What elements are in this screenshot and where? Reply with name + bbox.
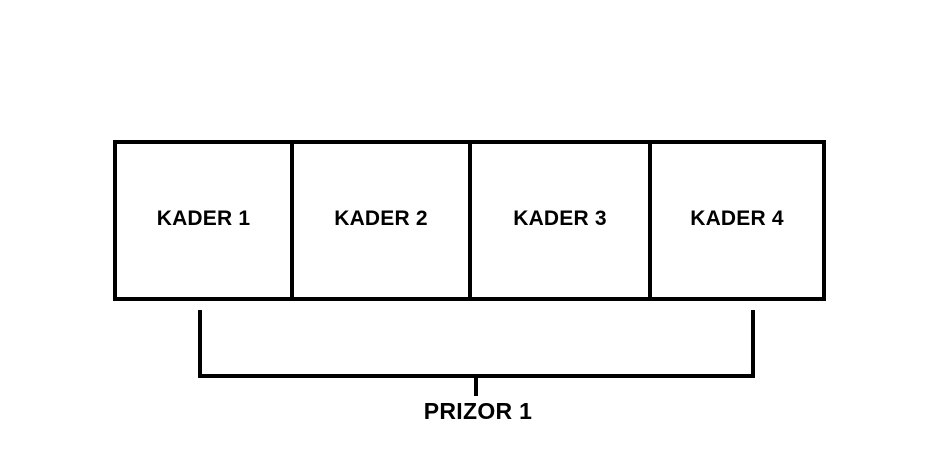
group-bracket [198,301,755,396]
scene-label: PRIZOR 1 [423,398,533,424]
bracket-right-stem [751,310,755,378]
frame-box-3-label: KADER 3 [513,206,607,230]
bracket-drop-line [474,374,478,396]
bracket-left-stem [198,310,202,378]
frame-box-1-label: KADER 1 [156,206,251,230]
frame-strip: KADER 1 KADER 2 KADER 3 KADER 4 [113,140,826,301]
frame-box-2[interactable]: KADER 2 [294,144,472,297]
frame-box-3[interactable]: KADER 3 [472,144,652,297]
frame-box-4-label: KADER 4 [690,206,784,230]
frame-box-2-label: KADER 2 [334,206,428,230]
frame-box-4[interactable]: KADER 4 [652,144,822,297]
frame-box-1[interactable]: KADER 1 [117,144,294,297]
